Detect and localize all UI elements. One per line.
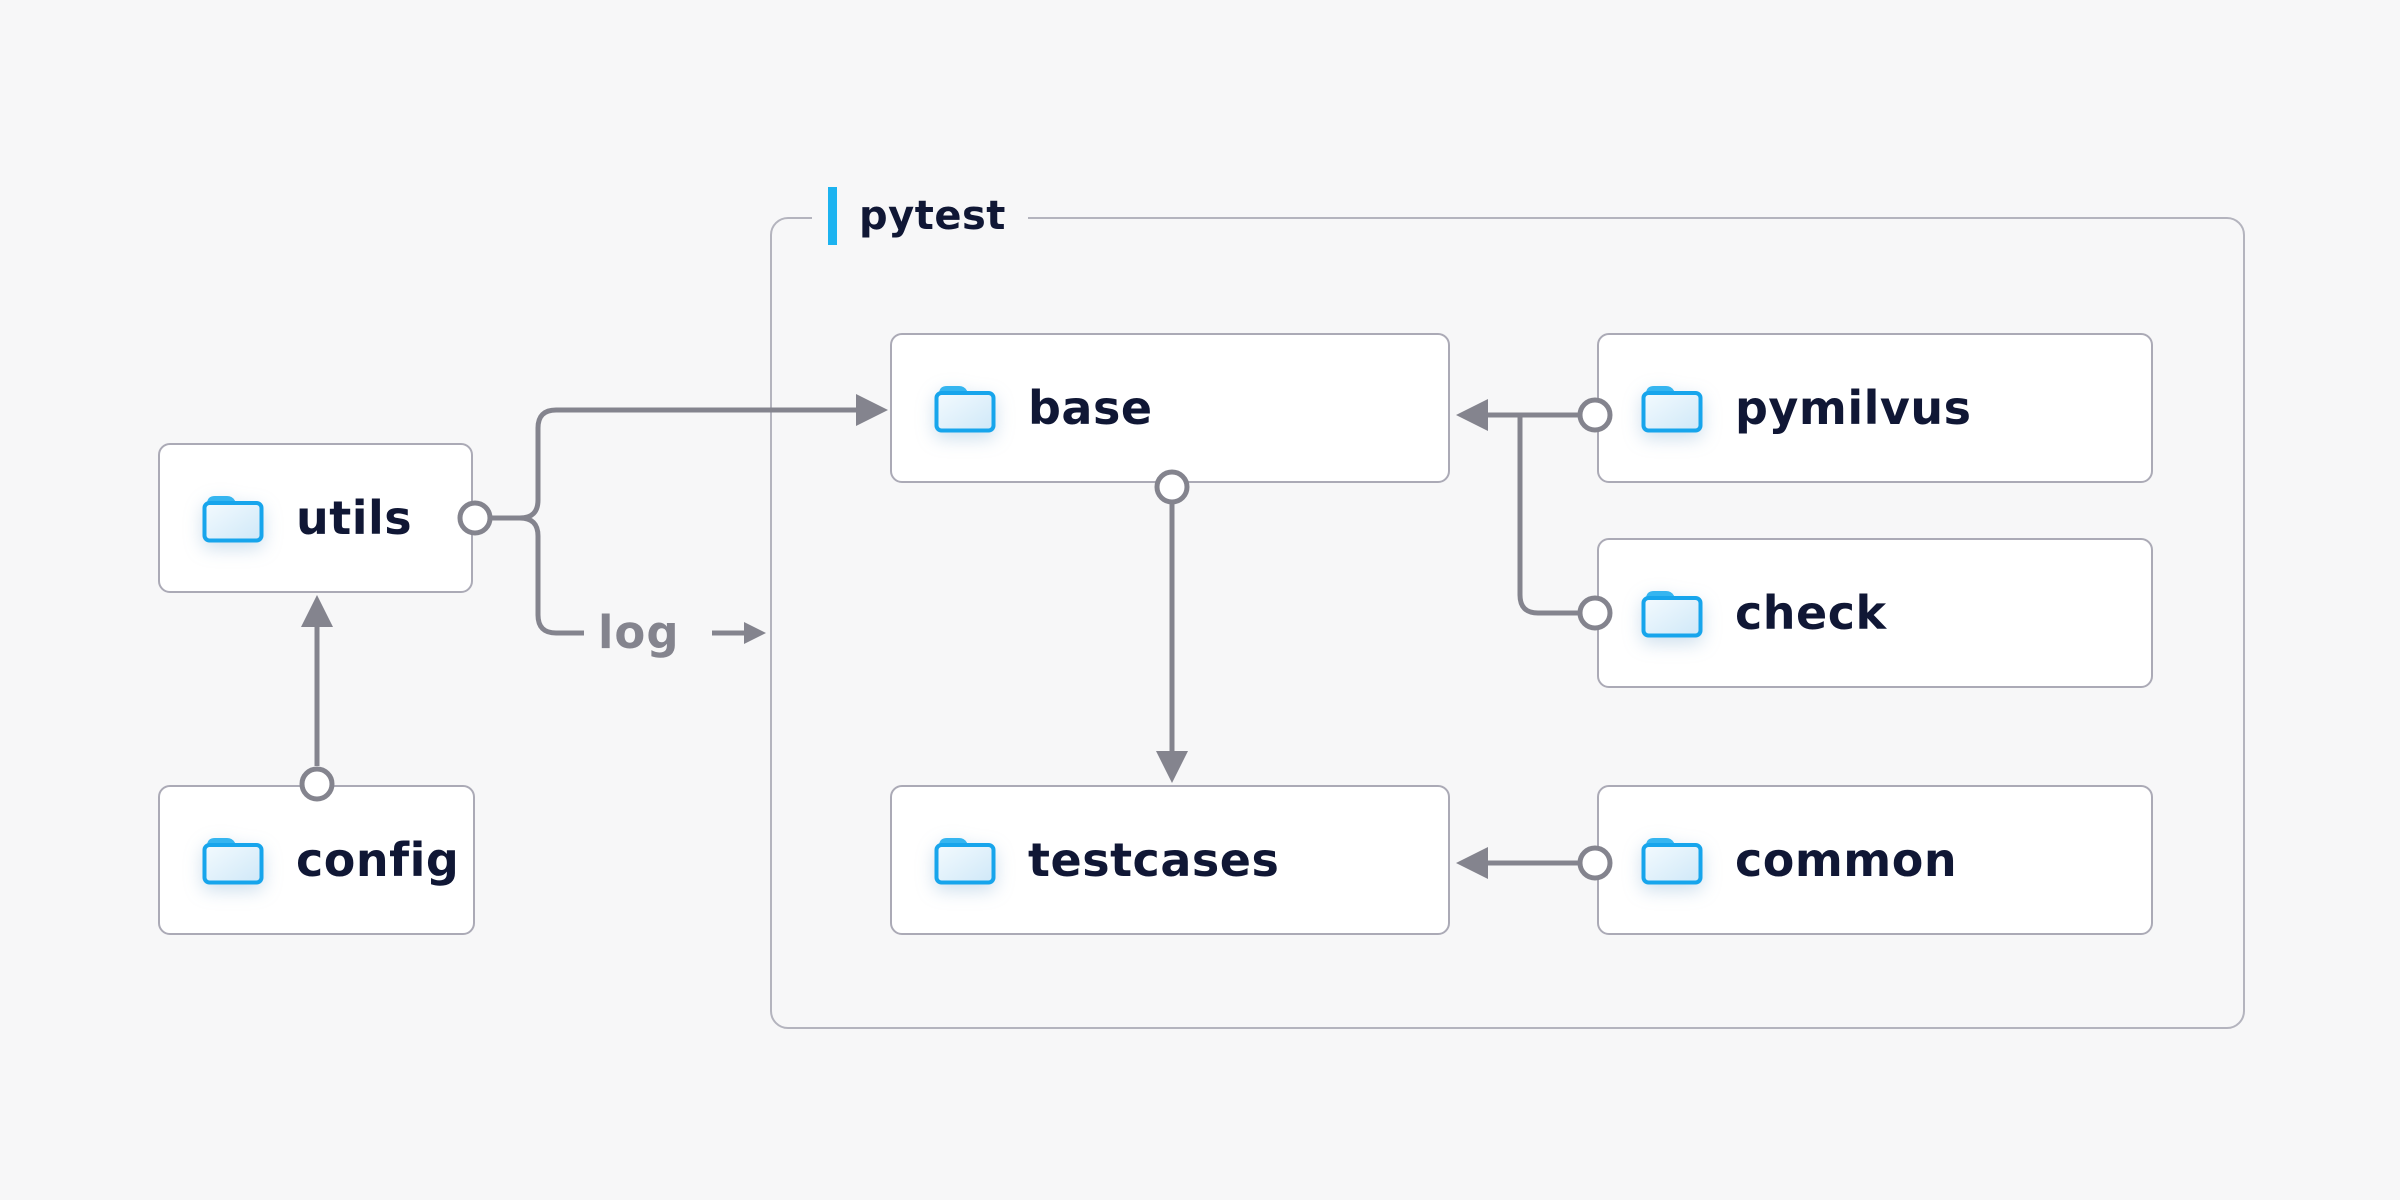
node-base: base xyxy=(890,333,1450,483)
pytest-group-container xyxy=(770,217,2245,1029)
node-label: testcases xyxy=(1028,833,1280,887)
folder-icon xyxy=(202,838,264,885)
folder-icon xyxy=(934,386,996,433)
node-utils: utils xyxy=(158,443,473,593)
node-testcases: testcases xyxy=(890,785,1450,935)
folder-icon xyxy=(1641,386,1703,433)
folder-icon xyxy=(202,496,264,543)
node-label: utils xyxy=(296,491,413,545)
node-label: common xyxy=(1735,833,1958,887)
accent-bar xyxy=(828,187,837,245)
node-common: common xyxy=(1597,785,2153,935)
node-config: config xyxy=(158,785,475,935)
node-check: check xyxy=(1597,538,2153,688)
node-pymilvus: pymilvus xyxy=(1597,333,2153,483)
edge-utils-log xyxy=(519,515,584,636)
folder-icon xyxy=(1641,838,1703,885)
node-label: config xyxy=(296,833,460,887)
log-annotation: log xyxy=(598,606,680,659)
pytest-group-label: pytest xyxy=(812,184,1028,248)
folder-icon xyxy=(934,838,996,885)
node-label: base xyxy=(1028,381,1153,435)
node-label: check xyxy=(1735,586,1887,640)
node-label: pymilvus xyxy=(1735,381,1972,435)
arrowhead-log xyxy=(744,622,766,644)
folder-icon xyxy=(1641,591,1703,638)
arrowhead-into-utils xyxy=(301,595,333,627)
group-title: pytest xyxy=(859,193,1006,239)
